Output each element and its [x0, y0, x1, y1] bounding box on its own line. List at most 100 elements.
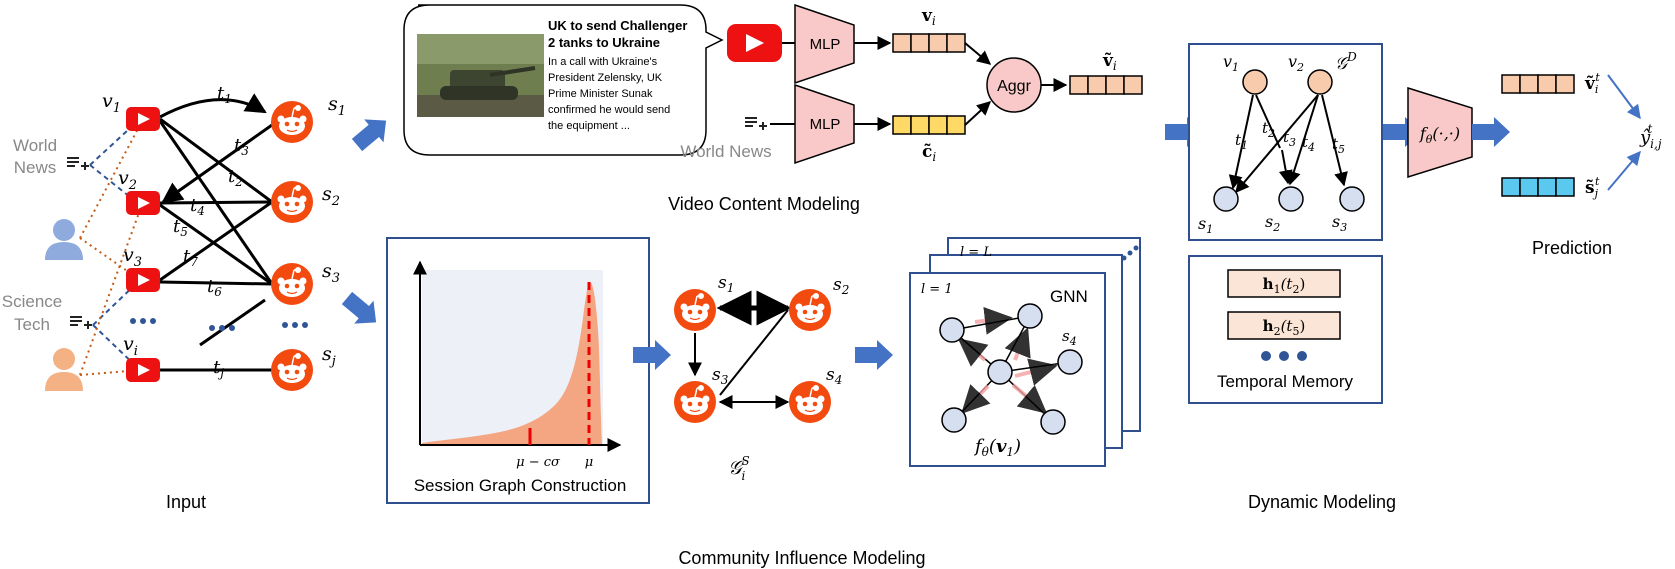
reddit-icon-s3 [270, 262, 314, 306]
dg-label-s3: s3 [1332, 212, 1347, 234]
reddit-icon-sj [270, 348, 314, 392]
edge-label-tj: tj [213, 357, 224, 380]
arrow-to-video [347, 109, 396, 157]
caption-dynamic: Dynamic Modeling [1248, 492, 1396, 512]
histogram [422, 282, 602, 445]
label-v2: v2 [118, 167, 137, 193]
news-body-2: President Zelensky, UK [548, 72, 663, 84]
temporal-memory: h1(t2) h2(t5) Temporal Memory [1188, 255, 1383, 404]
world-label-2: News [14, 158, 57, 177]
f-theta-module [1407, 86, 1473, 179]
youtube-icon-v3 [126, 268, 160, 292]
label-sj: sj [322, 343, 336, 369]
ellipsis-subreddits [282, 322, 308, 328]
community-graph: s1 s2 s3 s4 𝒢iS [673, 273, 849, 483]
label-s3: s3 [322, 260, 340, 286]
arrow-to-session [337, 286, 386, 334]
arrow-from-f-theta [1472, 117, 1510, 147]
math-v-tilde-i: ṽi [1102, 51, 1117, 73]
math-h1: h1(t2) [1263, 275, 1306, 296]
news-headline-2: 2 tanks to Ukraine [548, 35, 660, 50]
user-icon-orange [45, 348, 83, 391]
input-section: World News Science Tech [2, 83, 346, 512]
memory-h2 [1227, 311, 1341, 340]
dg-edge-t3: t3 [1283, 128, 1296, 149]
session-graph-section: μ − cσ μ Session Graph Construction [386, 237, 650, 504]
memory-label: Temporal Memory [1217, 372, 1354, 391]
dg-edge-t5: t5 [1332, 135, 1345, 156]
dg-edge-t1: t1 [1235, 131, 1248, 152]
gnn-stack: l = L l = 1 GNN [909, 237, 1141, 467]
label-s1: s1 [328, 93, 346, 119]
news-headline-1: UK to send Challenger [548, 18, 687, 33]
playlist-icon-world [66, 157, 90, 171]
edge-label-t6: t6 [207, 276, 222, 299]
world-news-inline: World News [680, 142, 771, 161]
dynamic-graph: v1 v2 𝒢D t1 t2 t3 t4 t5 s1 s2 s3 [1188, 43, 1383, 241]
axis-mu-minus: μ − cσ [516, 455, 561, 470]
reddit-icon-g-s2 [788, 288, 832, 332]
aggr-label: Aggr [997, 78, 1031, 95]
youtube-icon-large [727, 24, 782, 62]
mlp-top [794, 3, 855, 85]
f-theta-label: fθ(·,·) [1419, 124, 1460, 146]
layer-label-L: l = L [960, 245, 992, 260]
math-c-tilde-i: c̃i [922, 142, 936, 164]
edge-label-t4: t4 [190, 195, 205, 218]
label-s2: s2 [322, 183, 340, 209]
playlist-icon-science [69, 316, 93, 330]
news-body-4: confirmed he would send [548, 104, 670, 116]
math-v-i: vi [921, 6, 936, 28]
dg-label-s2: s2 [1265, 212, 1280, 234]
layer-label-1: l = 1 [921, 282, 953, 297]
math-h2: h2(t5) [1263, 317, 1306, 338]
math-f-theta-v1: fθ(v1) [973, 436, 1021, 459]
embedding-v-tilde-i [1069, 75, 1143, 95]
mlp-bottom [794, 83, 855, 165]
tank-image [417, 34, 544, 117]
mlp-bottom-label: MLP [810, 116, 841, 133]
dg-label-v2: v2 [1288, 52, 1304, 74]
youtube-icon-vi [126, 358, 160, 382]
embedding-v-tilde-it [1501, 74, 1575, 94]
reddit-icon-s1 [270, 100, 314, 144]
dg-label-s1: s1 [1198, 214, 1213, 236]
edge-label-t7: t7 [183, 246, 198, 269]
caption-prediction: Prediction [1532, 238, 1612, 258]
reddit-icon-g-s1 [673, 288, 717, 332]
edge-label-t5: t5 [173, 216, 188, 239]
youtube-icon-v2 [126, 191, 160, 215]
embedding-v-i [892, 33, 966, 53]
user-icon-blue [45, 219, 83, 260]
news-body-5: the equipment ... [548, 120, 630, 132]
reddit-icon-g-s3 [673, 380, 717, 424]
g-label-s3: s3 [712, 365, 729, 387]
news-body-3: Prime Minister Sunak [548, 88, 653, 100]
science-label-2: Tech [14, 315, 50, 334]
gnn-node-s4: s4 [1062, 327, 1077, 348]
mlp-top-label: MLP [810, 36, 841, 53]
world-label-1: World [13, 136, 57, 155]
reddit-icon-s2 [270, 180, 314, 224]
math-v-tilde-it: ṽit [1584, 71, 1600, 96]
g-label-s2: s2 [833, 275, 849, 297]
dg-label-v1: v1 [1223, 52, 1239, 74]
stack-dots [1121, 245, 1139, 261]
g-label-s4: s4 [826, 365, 842, 387]
edge-label-t1: t1 [217, 83, 232, 106]
reddit-icon-g-s4 [788, 380, 832, 424]
caption-input: Input [166, 492, 206, 512]
youtube-icon-v1 [126, 107, 160, 131]
caption-community: Community Influence Modeling [678, 548, 925, 568]
news-body-1: In a call with Ukraine's [548, 56, 658, 68]
axis-mu: μ [585, 455, 593, 470]
memory-h1 [1227, 269, 1341, 298]
label-v3: v3 [123, 244, 142, 270]
math-graph-d: 𝒢D [1335, 50, 1357, 74]
g-label-s1: s1 [718, 273, 734, 295]
math-graph-s: 𝒢iS [728, 454, 750, 483]
science-label-1: Science [2, 292, 62, 311]
ellipsis-videos [130, 318, 156, 324]
caption-session-graph: Session Graph Construction [414, 476, 627, 495]
